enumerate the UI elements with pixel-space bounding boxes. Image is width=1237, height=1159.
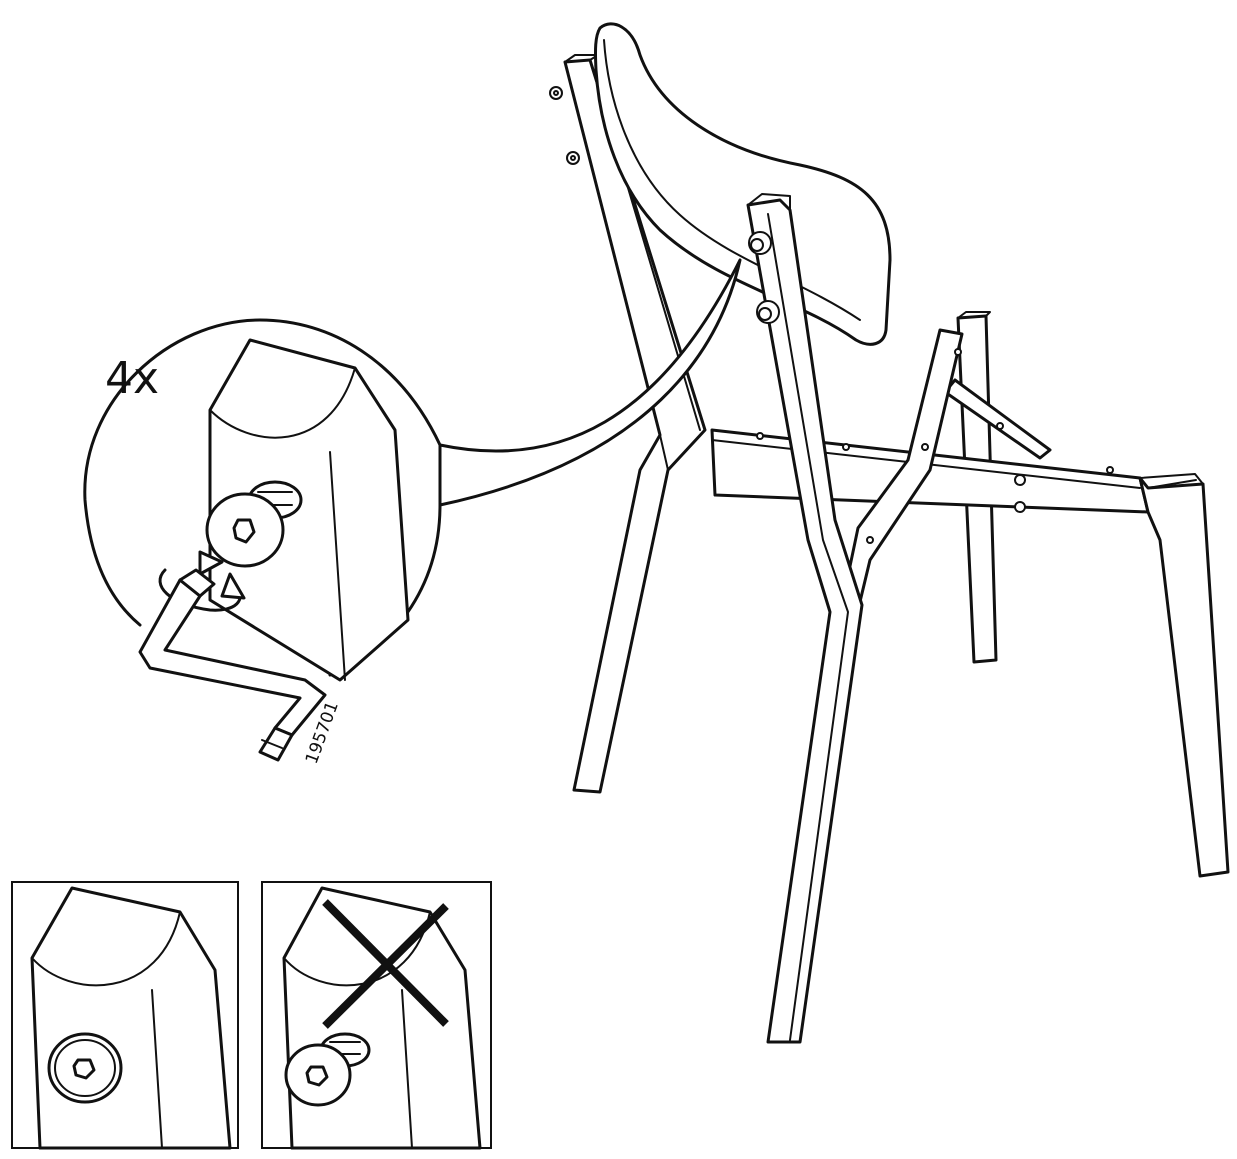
flush-bolt-icon xyxy=(47,1032,123,1104)
detail-post xyxy=(208,338,410,682)
callout-pointer xyxy=(438,258,742,507)
right-front-leg xyxy=(1138,473,1230,878)
protruding-bolt-icon xyxy=(284,1032,371,1107)
callout-circle xyxy=(83,318,442,627)
left-post-bolt-holes xyxy=(549,86,580,165)
incorrect-panel xyxy=(261,881,492,1150)
x-cross-icon xyxy=(322,899,449,1029)
bolt-icon xyxy=(205,480,303,568)
allen-key-icon xyxy=(138,568,327,762)
near-back-post xyxy=(746,193,864,1044)
correct-panel xyxy=(11,881,239,1150)
chair-illustration xyxy=(549,22,1230,1044)
rear-rail xyxy=(943,378,1052,460)
quantity-label: 4x xyxy=(105,353,159,404)
near-post-bolts xyxy=(748,231,780,324)
detail-callout: 4x 195701 xyxy=(83,258,742,767)
rotate-arrow-icon xyxy=(158,550,246,612)
